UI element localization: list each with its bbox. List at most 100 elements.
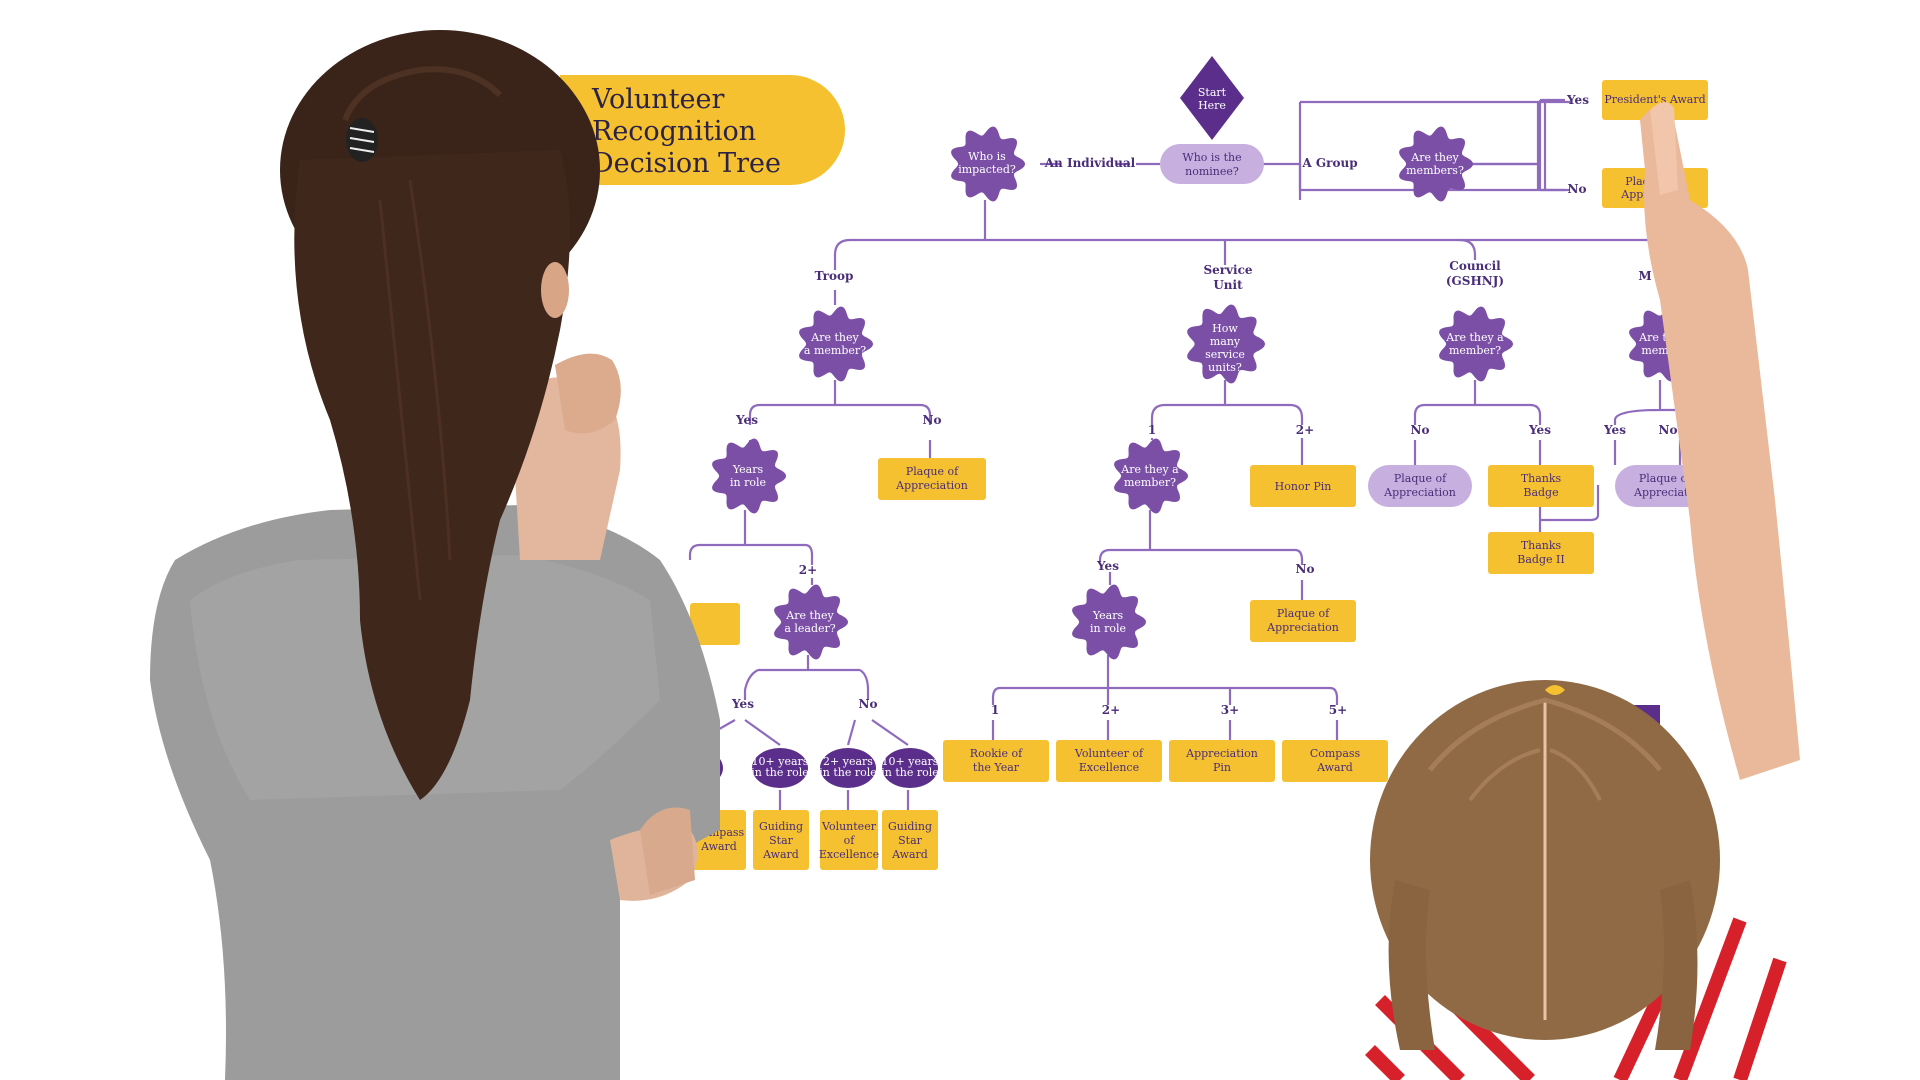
troop-guiding2-label-2: Star: [898, 834, 923, 847]
troop-no-label: No: [923, 413, 942, 427]
su-how-many-label-2: many: [1210, 335, 1241, 348]
su-plaque-node: Plaque of Appreciation: [1250, 600, 1356, 642]
group-no-label: No: [1568, 182, 1587, 196]
impacted-label-1: Who is: [968, 150, 1006, 163]
su-year-5-label: 5+: [1329, 703, 1347, 717]
troop-ten-yes-label-2: in the role: [751, 766, 809, 779]
troop-leader-yes-label: Yes: [731, 697, 754, 711]
presidents-award-node: President's Award: [1602, 80, 1708, 120]
troop-ten-no-node: 10+ years in the role: [881, 748, 939, 788]
troop-one-year-partial-node: [690, 603, 740, 645]
su-plaque-label-2: Appreciation: [1266, 621, 1339, 634]
cut-member-label-2: mem: [1641, 344, 1669, 357]
troop-years-label-2: in role: [730, 476, 766, 489]
troop-ten-yes-node: 10+ years in the role: [751, 748, 809, 788]
council-plaque-node: Plaque of Appreciation: [1368, 465, 1472, 507]
council-thanks2-node: Thanks Badge II: [1488, 532, 1594, 574]
troop-leader-no-label: No: [859, 697, 878, 711]
su-appreciation-pin-label-2: Pin: [1213, 761, 1231, 774]
council-no-label: No: [1411, 423, 1430, 437]
start-label-1: Start: [1198, 86, 1227, 99]
troop-guiding-star-node-2: Guiding Star Award: [882, 810, 938, 870]
cut-plaque-label-2: Appreciati: [1633, 486, 1692, 499]
troop-ten-no-label-1: 10+ years: [882, 755, 939, 768]
council-thanks2-label-1: Thanks: [1521, 539, 1562, 552]
su-member-node: Are they a member?: [1114, 438, 1188, 514]
su-rookie-node: Rookie of the Year: [943, 740, 1049, 782]
su-volunteer-node: Volunteer of Excellence: [1056, 740, 1162, 782]
troop-member-label-1: Are they: [810, 331, 859, 344]
troop-plaque-label-1: Plaque of: [906, 465, 959, 478]
su-volunteer-label-1: Volunteer of: [1074, 747, 1144, 760]
troop-ten-yes-label-1: 10+ years: [752, 755, 809, 768]
su-how-many-label-4: units?: [1208, 361, 1242, 374]
branch-council-label-2: (GSHNJ): [1446, 274, 1504, 288]
branch-council-label-1: Council: [1449, 259, 1501, 273]
group-edge-label: A Group: [1301, 156, 1357, 170]
su-one-label: 1: [1148, 423, 1156, 437]
branch-troop-label: Troop: [815, 269, 854, 283]
su-years-label-1: Years: [1092, 609, 1124, 622]
troop-yes-label: Yes: [735, 413, 758, 427]
branch-cut-label: M: [1638, 269, 1651, 283]
troop-guiding-star-node-1: Guiding Star Award: [753, 810, 809, 870]
su-years-label-2: in role: [1090, 622, 1126, 635]
group-members-label-1: Are they: [1410, 151, 1459, 164]
council-member-label-1: Are they a: [1445, 331, 1504, 344]
su-compass-label-2: Award: [1316, 761, 1353, 774]
troop-guiding1-label-1: Guiding: [759, 820, 803, 833]
troop-leader-label-1: Are they: [785, 609, 834, 622]
cut-no-label: No: [1659, 423, 1678, 437]
council-thanks-label-2: Badge: [1523, 486, 1558, 499]
start-label-2: Here: [1198, 99, 1226, 112]
troop-plaque-label-2: Appreciation: [895, 479, 968, 492]
council-plaque-label-1: Plaque of: [1394, 472, 1447, 485]
su-yes-label: Yes: [1096, 559, 1119, 573]
su-year-2-label: 2+: [1102, 703, 1120, 717]
title-banner: Volunteer Recognition Decision Tree: [560, 75, 845, 185]
su-compass-node: Compass Award: [1282, 740, 1388, 782]
su-compass-label-1: Compass: [1310, 747, 1361, 760]
su-rookie-label-2: the Year: [973, 761, 1020, 774]
su-appreciation-pin-label-1: Appreciation: [1185, 747, 1258, 760]
nominee-label-2: nominee?: [1185, 165, 1239, 178]
su-rookie-label-1: Rookie of: [970, 747, 1023, 760]
su-member-label-2: member?: [1124, 476, 1176, 489]
su-no-label: No: [1296, 562, 1315, 576]
troop-leader-node: Are they a leader?: [774, 584, 848, 660]
troop-guiding2-label-1: Guiding: [888, 820, 932, 833]
troop-volunteer-label-2: of: [844, 834, 856, 847]
troop-two-no-node: 2+ years in the role: [819, 748, 877, 788]
woman-figure: [150, 30, 720, 1080]
nominee-node: Who is the nominee?: [1160, 144, 1264, 184]
su-how-many-label-3: service: [1205, 348, 1245, 361]
troop-guiding1-label-3: Award: [762, 848, 799, 861]
cut-member-label-1: Are t: [1638, 331, 1667, 344]
council-member-node: Are they a member?: [1439, 306, 1513, 382]
group-yes-label: Yes: [1566, 93, 1589, 107]
presidents-award-label: President's Award: [1604, 93, 1705, 106]
troop-guiding1-label-2: Star: [769, 834, 794, 847]
troop-two-no-label-2: in the role: [819, 766, 877, 779]
su-how-many-label-1: How: [1212, 322, 1238, 335]
girl-figure: [1350, 101, 1812, 1080]
su-appreciation-pin-node: Appreciation Pin: [1169, 740, 1275, 782]
cut-yes-label: Yes: [1603, 423, 1626, 437]
su-how-many-node: How many service units?: [1187, 304, 1265, 384]
troop-compass-label-2: Award: [700, 840, 737, 853]
su-plaque-label-1: Plaque of: [1277, 607, 1330, 620]
council-thanks-node: Thanks Badge: [1488, 465, 1594, 507]
su-two-plus-label: 2+: [1296, 423, 1314, 437]
troop-volunteer-label-1: Volunteer: [821, 820, 877, 833]
troop-volunteer-node: Volunteer of Excellence: [819, 810, 879, 870]
troop-two-no-label-1: 2+ years: [823, 755, 873, 768]
branch-service-unit-label-1: Service: [1203, 263, 1252, 277]
council-plaque-label-2: Appreciation: [1383, 486, 1456, 499]
nominee-label-1: Who is the: [1182, 151, 1241, 164]
title-line-1: Volunteer: [591, 84, 724, 115]
su-honor-pin-label: Honor Pin: [1275, 480, 1332, 493]
cut-plaque-label-1: Plaque o: [1639, 472, 1688, 485]
troop-years-label-1: Years: [732, 463, 764, 476]
title-line-2: Recognition: [592, 116, 756, 147]
